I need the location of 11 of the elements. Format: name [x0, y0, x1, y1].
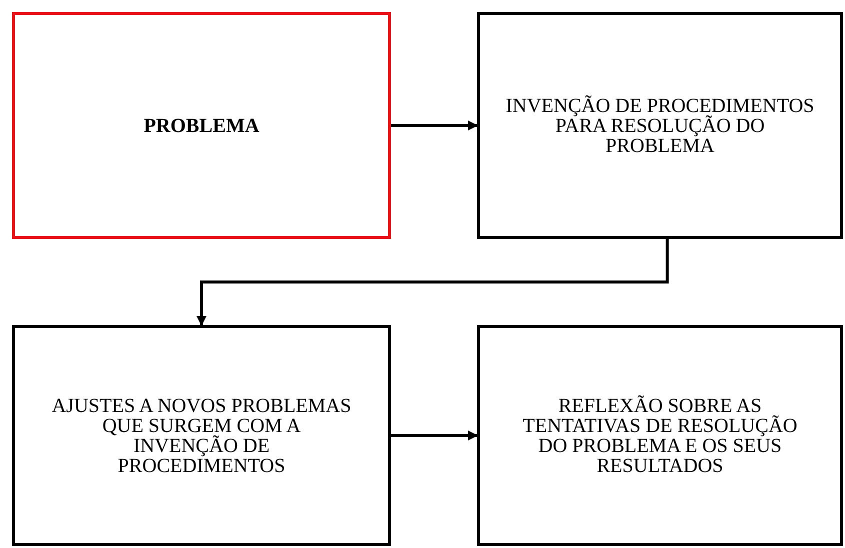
box-text: INVENÇÃO DE PROCEDIMENTOS PARA RESOLUÇÃO DO PROBLEMA [504, 96, 816, 156]
process-box [12, 325, 391, 546]
process-box [12, 12, 391, 239]
process-box [477, 325, 843, 546]
box-text: AJUSTES A NOVOS PROBLEMAS QUE SURGEM COM A INVENÇÃO DE PROCEDIMENTOS [52, 396, 352, 476]
box-text: PROBLEMA [144, 116, 260, 136]
box-text: REFLEXÃO SOBRE AS TENTATIVAS DE RESOLUÇÃO DO PROBLEMA E OS SEUS RESULTADOS [522, 396, 798, 476]
arrow [391, 430, 478, 440]
process-box [477, 12, 843, 239]
arrow [391, 120, 478, 130]
arrow [196, 239, 669, 326]
